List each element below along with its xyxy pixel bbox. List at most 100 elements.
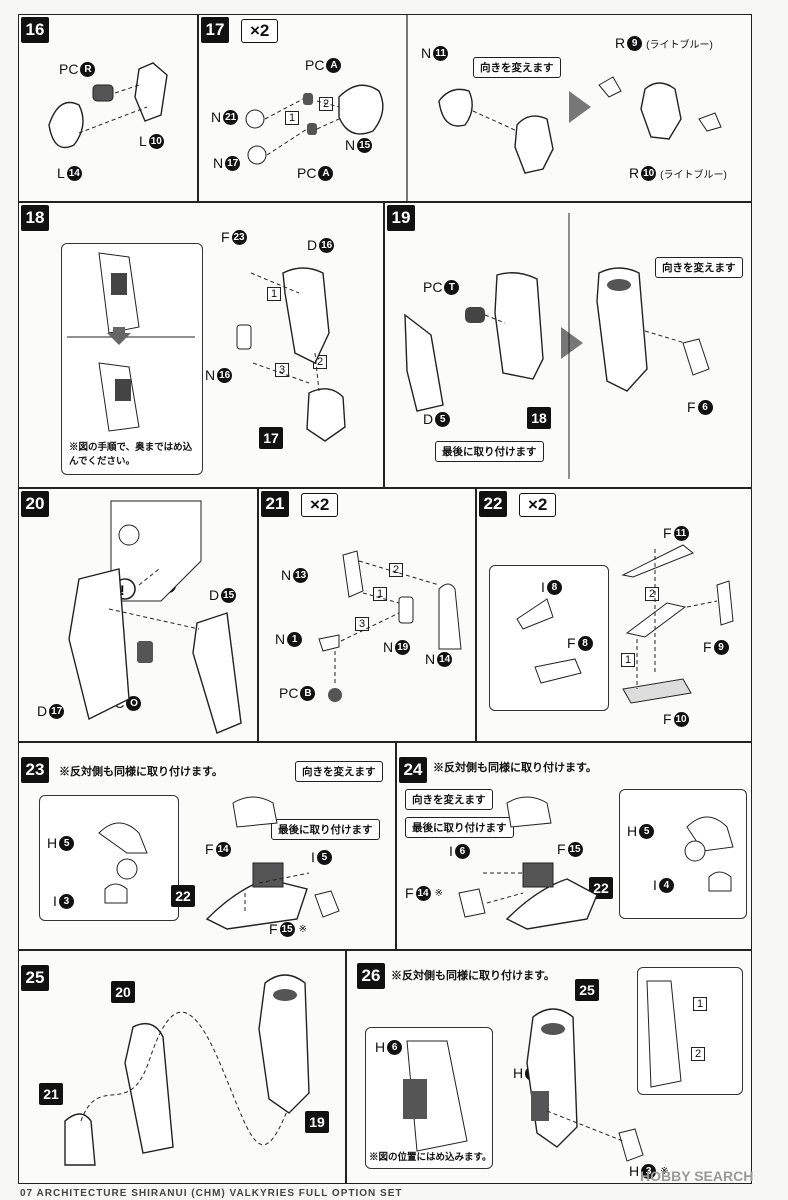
next-arrow	[569, 91, 591, 123]
parts-drawing	[64, 974, 310, 1166]
parts-drawing	[516, 544, 734, 704]
step-note: ※反対側も同様に取り付けます。	[433, 762, 597, 774]
seq-2: 2	[691, 1047, 706, 1061]
step-number: 24	[399, 757, 427, 783]
step-note: ※反対側も同様に取り付けます。	[391, 970, 555, 982]
multiplier-badge: ×2	[301, 493, 339, 517]
seq-2: 2	[319, 97, 334, 111]
seq-1: 1	[373, 587, 388, 601]
step-number: 20	[21, 491, 49, 517]
callout-last: 最後に取り付けます	[271, 819, 380, 840]
parts-drawing	[458, 796, 734, 930]
parts-drawing	[403, 980, 682, 1162]
step-number: 18	[21, 205, 49, 231]
seq-1: 1	[285, 111, 300, 125]
next-arrow	[561, 327, 583, 359]
parts-drawing: !	[68, 500, 242, 734]
callout-last: 最後に取り付けます	[435, 441, 544, 462]
ref-step-25: 25	[575, 979, 599, 1001]
callout-last: 最後に取り付けます	[405, 817, 514, 838]
parts-drawing	[67, 252, 346, 442]
step-number: 22	[479, 491, 507, 517]
ref-step-17: 17	[259, 427, 283, 449]
watermark: HOBBY SEARCH	[640, 1168, 754, 1184]
multiplier-badge: ×2	[519, 493, 557, 517]
seq-1: 1	[267, 287, 282, 301]
callout-turn: 向きを変えます	[295, 761, 383, 782]
svg-text:!: !	[120, 582, 125, 598]
parts-drawing	[404, 213, 710, 479]
ref-step-19: 19	[305, 1111, 329, 1133]
step-number: 21	[261, 491, 289, 517]
seq-3: 3	[275, 363, 290, 377]
callout-turn: 向きを変えます	[405, 789, 493, 810]
callout-turn: 向きを変えます	[473, 57, 561, 78]
ref-step-22: 22	[171, 885, 195, 907]
parts-drawing	[318, 550, 462, 702]
panel-step-25: 25 20 21 19	[18, 950, 346, 1184]
ref-step-20: 20	[111, 981, 135, 1003]
parts-drawing	[48, 62, 168, 149]
seq-1: 1	[621, 653, 636, 667]
step-number: 23	[21, 757, 49, 783]
parts-drawing	[98, 796, 340, 930]
page-footer: 07 ARCHITECTURE SHIRANUI (CHM) VALKYRIES…	[20, 1188, 403, 1199]
step-number: 19	[387, 205, 415, 231]
step-number: 25	[21, 965, 49, 991]
panel-step-20: 20 N24 D15 D17 PCO !	[18, 488, 258, 742]
step-number: 26	[357, 963, 385, 989]
seq-1: 1	[693, 997, 708, 1011]
ref-step-18: 18	[527, 407, 551, 429]
seq-2: 2	[645, 587, 660, 601]
detail-inset	[619, 789, 747, 919]
